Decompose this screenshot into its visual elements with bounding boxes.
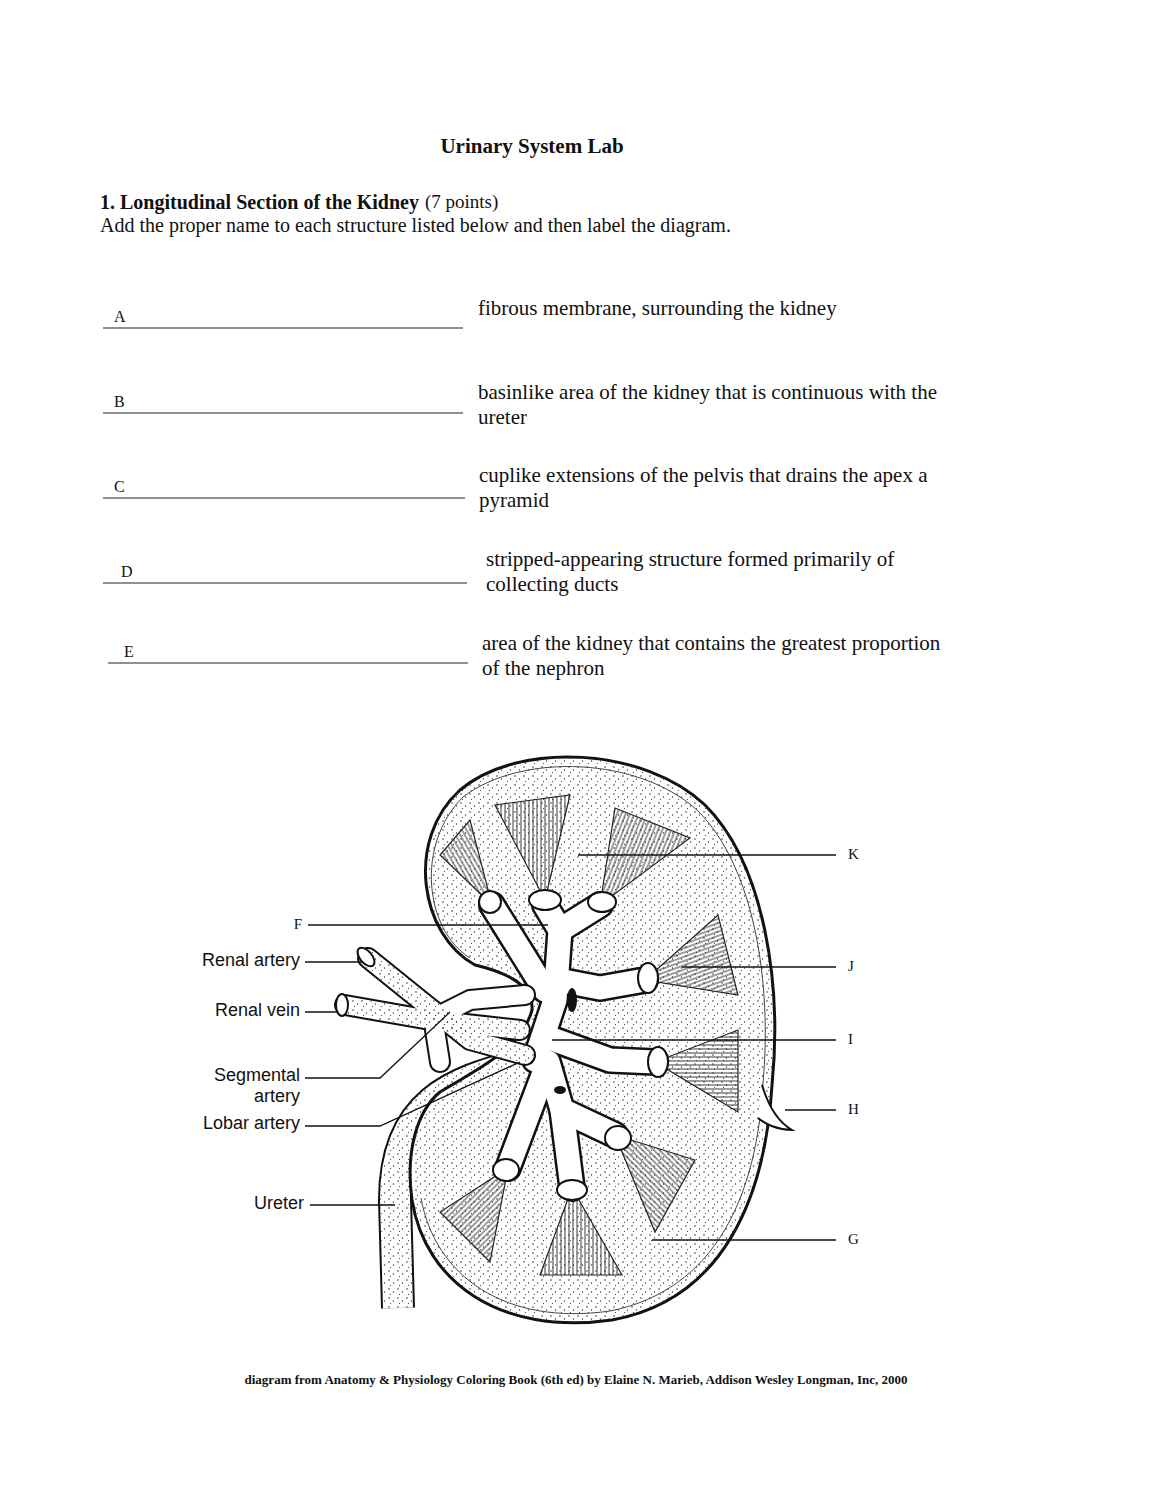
structure-description: area of the kidney that contains the gre…	[482, 631, 947, 681]
callout-letter: I	[848, 1030, 853, 1048]
answer-letter: B	[114, 394, 125, 410]
points-note: (7 points)	[425, 191, 498, 214]
answer-letter: C	[114, 479, 125, 495]
callout-letter: H	[848, 1100, 859, 1118]
part-label: Ureter	[254, 1193, 304, 1215]
callout-letter: K	[848, 845, 859, 863]
structure-description: cuplike extensions of the pelvis that dr…	[479, 463, 944, 513]
callout-letter: J	[848, 957, 854, 975]
answer-letter: E	[124, 644, 134, 660]
answer-letter: A	[114, 309, 126, 325]
part-label: Lobar artery	[203, 1113, 300, 1135]
page-title: Urinary System Lab	[440, 134, 623, 159]
part-label: Renal vein	[215, 1000, 300, 1022]
callout-letter: G	[848, 1230, 859, 1248]
structure-description: fibrous membrane, surrounding the kidney	[478, 296, 943, 321]
structure-description: basinlike area of the kidney that is con…	[478, 380, 943, 430]
structure-description: stripped-appearing structure formed prim…	[486, 547, 951, 597]
source-caption: diagram from Anatomy & Physiology Colori…	[245, 1372, 908, 1388]
answer-letter: D	[121, 564, 133, 580]
part-label: Segmental artery	[195, 1065, 300, 1106]
callout-letter: F	[294, 915, 302, 933]
part-label: Renal artery	[202, 950, 300, 972]
instruction-text: Add the proper name to each structure li…	[100, 213, 731, 237]
section-heading: 1. Longitudinal Section of the Kidney	[100, 190, 419, 214]
